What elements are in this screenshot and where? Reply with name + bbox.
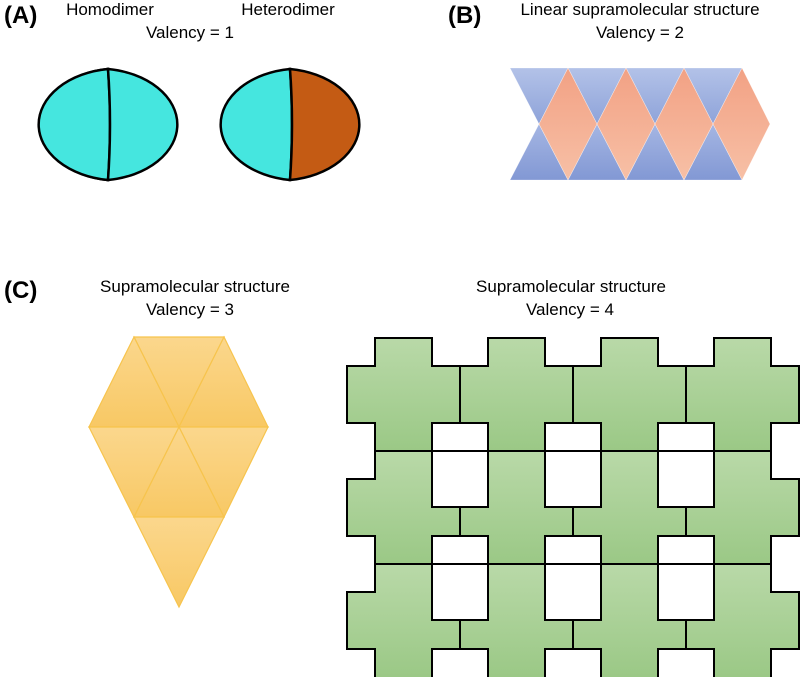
lattice-gap [431, 563, 489, 621]
panel-b-valency: Valency = 2 [595, 23, 685, 42]
panel-c-right-title: Supramolecular structure [476, 277, 666, 296]
lattice-gap [657, 563, 715, 621]
linear-structure [509, 67, 771, 181]
yellow-triangle [133, 516, 225, 609]
lattice-gap [657, 450, 715, 508]
salmon-diamond [654, 67, 714, 181]
panel-c-left-title: Supramolecular structure [100, 277, 290, 296]
salmon-diamond [712, 67, 771, 181]
valency-4-structure [346, 337, 800, 677]
lattice-gap [431, 450, 489, 508]
panel-b-letter: (B) [448, 2, 482, 29]
heterodimer-label: Heterodimer [241, 0, 335, 19]
salmon-diamond [538, 67, 598, 181]
heterodimer-shape [219, 67, 361, 182]
lattice-gap [544, 450, 602, 508]
panel-a-valency: Valency = 1 [145, 23, 235, 42]
homodimer-shape [37, 67, 179, 182]
homodimer-right-monomer [106, 67, 179, 182]
heterodimer-brown-monomer [288, 67, 361, 182]
panel-b-title: Linear supramolecular structure [520, 0, 760, 19]
panel-a-letter: (A) [4, 2, 38, 29]
panel-c-left-valency: Valency = 3 [145, 300, 235, 319]
valency-3-structure [88, 335, 269, 609]
heterodimer-cyan-monomer [219, 67, 294, 182]
salmon-diamond [596, 67, 656, 181]
homodimer-label: Homodimer [66, 0, 154, 19]
panel-c-right-valency: Valency = 4 [525, 300, 615, 319]
lattice-gap [544, 563, 602, 621]
panel-c-letter: (C) [4, 277, 38, 304]
